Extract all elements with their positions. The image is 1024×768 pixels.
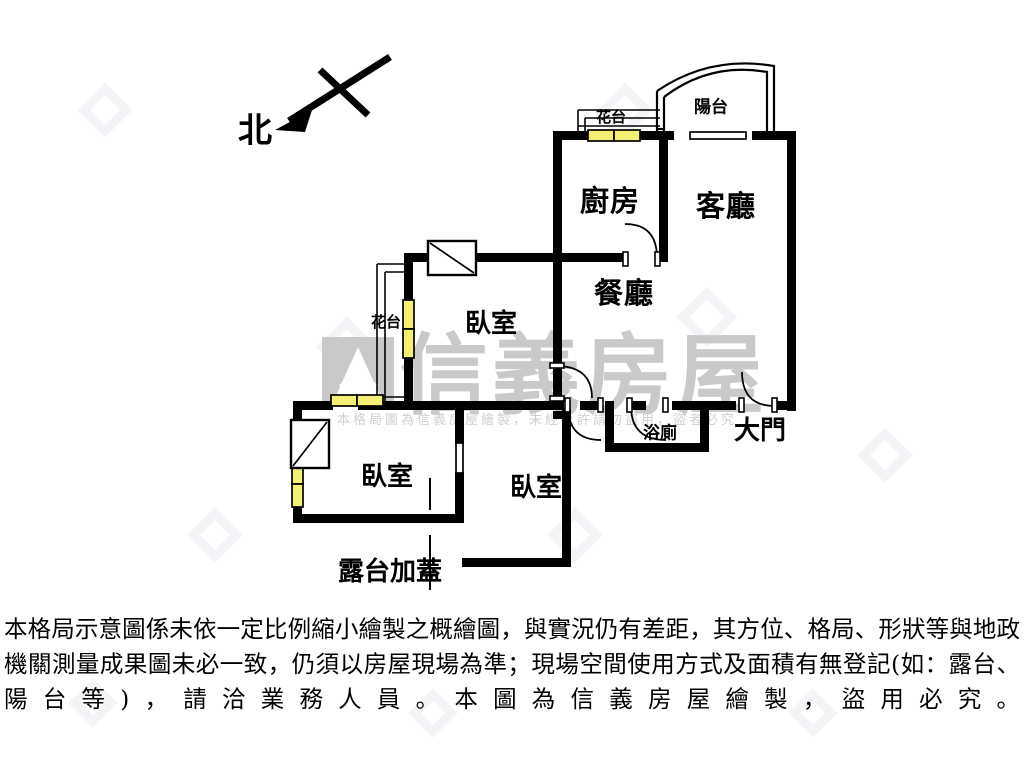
- room-label-kitchen: 廚房: [580, 184, 640, 218]
- room-label-living-room: 客廳: [696, 189, 756, 223]
- room-label-balcony: 陽台: [694, 97, 728, 118]
- door-bedroom-middle: [564, 397, 604, 441]
- door-bedroom-upper: [549, 362, 593, 402]
- room-label-bedroom-upper: 臥室: [465, 308, 517, 339]
- shaft-lower-left: [289, 418, 331, 470]
- room-label-planter-left: 花台: [371, 313, 401, 331]
- compass-label: 北: [238, 111, 272, 151]
- room-label-bedroom-middle: 臥室: [510, 472, 562, 503]
- room-label-planter-top: 花台: [596, 108, 626, 126]
- compass-north-icon: [275, 54, 392, 132]
- window-kitchen-top: [587, 129, 641, 142]
- disclaimer-text: 本格局示意圖係未依一定比例縮小繪製之概繪圖，與實況仍有差距，其方位、格局、形狀等…: [4, 615, 1020, 713]
- door-kitchen: [622, 223, 661, 267]
- room-label-dining-room: 餐廳: [594, 276, 654, 310]
- shaft-upper: [426, 239, 478, 277]
- door-main-entrance: [738, 371, 778, 413]
- window-balcony: [689, 131, 747, 140]
- room-label-bathroom: 浴廁: [643, 423, 677, 444]
- window-bedroom-upper-left: [402, 299, 415, 359]
- opening-bedroom-divider: [455, 442, 464, 474]
- door-bathroom: [626, 397, 669, 441]
- room-label-main-entrance: 大門: [734, 416, 786, 446]
- room-label-bedroom-left: 臥室: [361, 461, 413, 492]
- disclaimer-block: 本格局示意圖係未依一定比例縮小繪製之概繪圖，與實況仍有差距，其方位、格局、形狀等…: [0, 612, 1024, 717]
- planter-top-outline: [577, 109, 660, 135]
- window-terrace-top: [330, 394, 384, 407]
- room-label-covered-terrace: 露台加蓋: [338, 556, 442, 587]
- balcony-outline: [655, 62, 776, 137]
